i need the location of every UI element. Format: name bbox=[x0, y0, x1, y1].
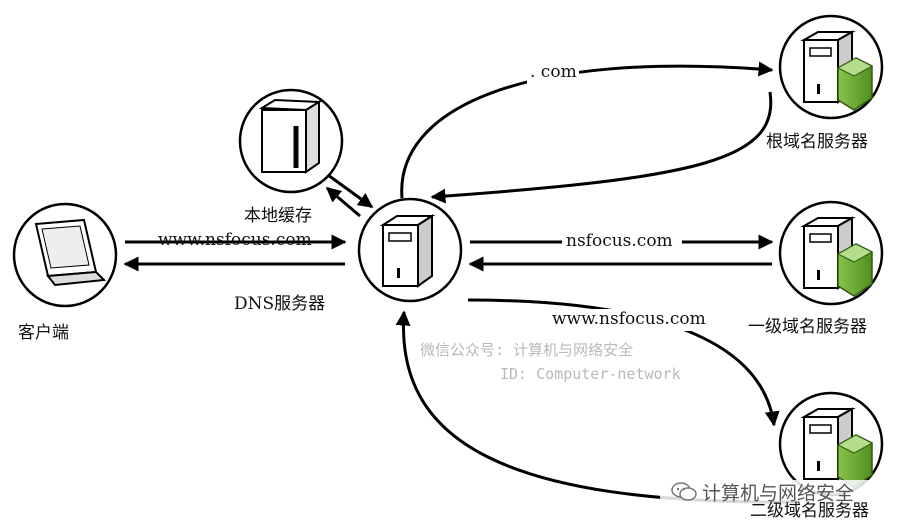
root-server-node bbox=[778, 14, 884, 120]
tld-query-label: nsfocus.com bbox=[566, 231, 673, 251]
brand: 计算机与网络安全 bbox=[670, 481, 854, 507]
root-query-label: . com bbox=[530, 62, 577, 82]
dns-server-node bbox=[357, 197, 463, 303]
client-label: 客户端 bbox=[18, 323, 69, 343]
laptop-icon bbox=[34, 218, 107, 287]
local-cache-node bbox=[238, 88, 344, 194]
local-cache-label: 本地缓存 bbox=[244, 206, 312, 226]
brand-text: 计算机与网络安全 bbox=[702, 482, 855, 505]
sld-query-label: www.nsfocus.com bbox=[552, 309, 706, 329]
watermark-line2: ID: Computer-network bbox=[500, 365, 681, 383]
server-icon bbox=[379, 214, 436, 288]
arrow-dns-to-cache bbox=[325, 186, 361, 218]
dns-server-label: DNS服务器 bbox=[234, 294, 326, 314]
wechat-icon bbox=[670, 481, 698, 507]
root-server-label: 根域名服务器 bbox=[766, 132, 868, 152]
server-icon bbox=[800, 407, 874, 488]
arrow-cache-to-dns bbox=[327, 173, 374, 209]
client-node bbox=[12, 202, 118, 308]
server-icon bbox=[800, 30, 874, 111]
arrows bbox=[123, 61, 801, 504]
sld-server-node bbox=[778, 391, 884, 497]
sld-server-label: 二级域名服务器 bbox=[750, 501, 869, 521]
arrow-dns-to-root bbox=[400, 61, 774, 199]
cache-box-icon bbox=[258, 98, 323, 174]
client-query-label: www.nsfocus.com bbox=[158, 230, 312, 250]
arrow-root-to-dns bbox=[430, 91, 773, 204]
tld-server-label: 一级域名服务器 bbox=[748, 317, 867, 337]
watermark-line1: 微信公众号: 计算机与网络安全 bbox=[420, 341, 634, 359]
tld-server-node bbox=[778, 200, 884, 306]
server-icon bbox=[800, 216, 874, 297]
